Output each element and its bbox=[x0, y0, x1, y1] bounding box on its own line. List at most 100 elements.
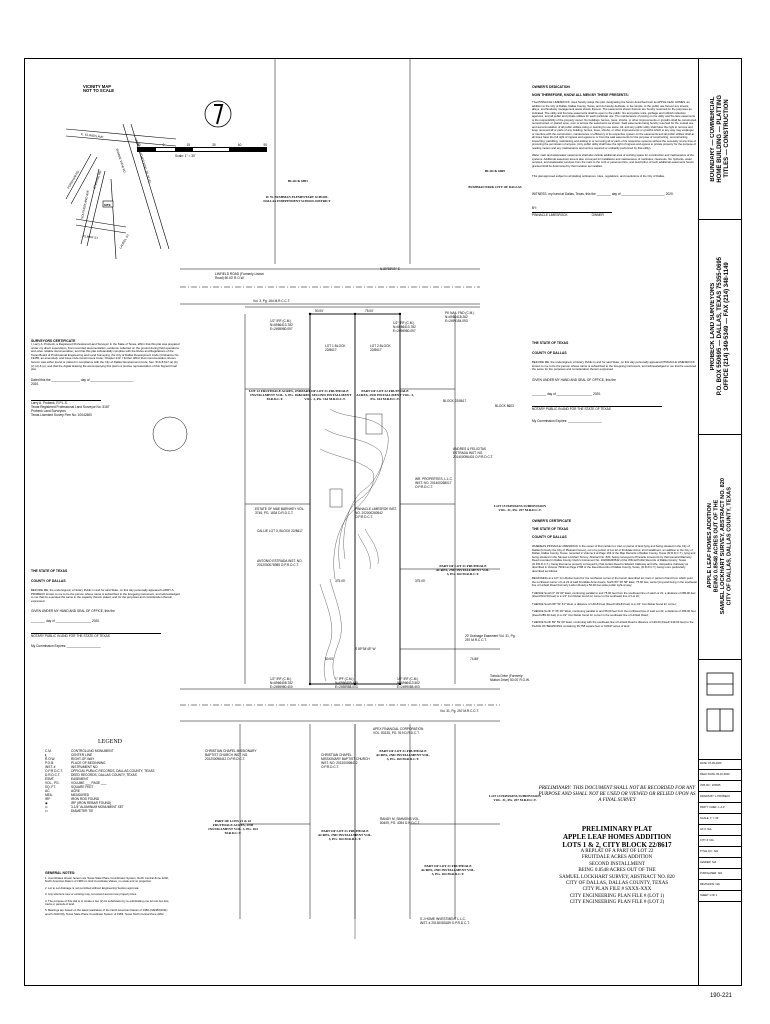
legend-description: CONTROLLING MONUMENT bbox=[71, 749, 114, 753]
point-label: PK NAIL FND (C.M.) N=6966418.262 E=24991… bbox=[445, 311, 475, 323]
signer-firm-number: Texas Licensed Survey Firm No. 10042600 bbox=[31, 412, 92, 417]
legend: LEGEND C.M.CONTROLLING MONUMENT℄CENTER L… bbox=[45, 739, 175, 813]
street-label: STIRLING RD. bbox=[92, 169, 103, 189]
notary-county: COUNTY OF DALLAS bbox=[31, 579, 66, 583]
info-row: GF #: N/A bbox=[699, 825, 741, 836]
legend-symbol: ℄ bbox=[45, 753, 48, 757]
vicinity-map-title: VICINITY MAP bbox=[83, 84, 112, 89]
info-row: FIELD DATE: 06-16-2020 bbox=[699, 770, 741, 781]
by-label: BY: bbox=[532, 206, 537, 210]
legend-symbol: MEA. bbox=[45, 793, 53, 797]
owner-label: CALLIE LOT 3, BLOCK 22/8617 bbox=[257, 529, 303, 533]
scale-bar: 30 0 15 30 60 90 Scale: 1" = 30' bbox=[137, 143, 267, 158]
owner-signature-line bbox=[532, 212, 612, 213]
certificate-county: COUNTY OF DALLAS bbox=[532, 535, 567, 539]
title-block: BOUNDARY — COMMERCIAL HOME BUILDING — PL… bbox=[698, 59, 741, 985]
scale-tick: 30 bbox=[137, 143, 141, 147]
legend-symbol: ⊙ bbox=[45, 805, 48, 809]
surveyors-certificate: SURVEYORS CERTIFICATE I, Larry A. Probec… bbox=[31, 339, 181, 417]
lot-label: LOT 15 HAWKINS SUBDIVISION VOL. 31, PG. … bbox=[494, 504, 546, 512]
notary-block-right: THE STATE OF TEXAS COUNTY OF DALLAS BEFO… bbox=[532, 341, 697, 423]
legend-description: MEASURED bbox=[71, 793, 90, 797]
legend-description: IRON ROD FOUND bbox=[71, 797, 100, 801]
certificate-thence: THENCE North 0° 06' 00" West, continuing… bbox=[532, 609, 696, 617]
info-row: LENDER: N/A bbox=[699, 858, 741, 869]
volume-ref: Vol. 31, Pg. 257 M.R.C.C.T. bbox=[440, 709, 479, 713]
block-label: BLOCK 6891 bbox=[288, 179, 308, 183]
info-row: SCALE: 1" = 30' bbox=[699, 814, 741, 825]
point-label: 1" IPF (C.M.) N=6966409.428 E=2498988.00… bbox=[335, 677, 358, 689]
surveyor-logo bbox=[706, 672, 734, 732]
street-label: E. ILLINOIS AVE. bbox=[81, 132, 105, 139]
general-note: 1. Coordinates shown hereon are Texas St… bbox=[45, 876, 169, 884]
notary-given: GIVEN UNDER MY HAND AND SEAL OF OFFICE, … bbox=[532, 377, 616, 382]
lot-label: PART OF LOT 22 FRUITDALE ACRES, 2ND INST… bbox=[356, 389, 414, 401]
legend-symbol: P.O.B. bbox=[45, 761, 54, 765]
legend-symbol: ◉ bbox=[45, 801, 48, 805]
block-label: BLOCK 6069 bbox=[485, 169, 505, 173]
plat-title-line: A REPLAT OF A PART OF LOT 22 bbox=[580, 849, 654, 854]
distance-label: 75.00' bbox=[365, 309, 374, 313]
block-label: BLOCK 8603 bbox=[495, 404, 514, 408]
legend-item: ESMT.EASEMENT bbox=[45, 777, 175, 781]
dated-line: Dated this the ________________ day of _… bbox=[31, 377, 134, 382]
notary-signature-line bbox=[31, 633, 161, 635]
plat-title-line: CITY PLAN FILE # SXXX-XXX bbox=[582, 887, 652, 893]
firm-panel: PROBECK LAND SURVEYORS P.O. BOX 550695 —… bbox=[699, 219, 741, 435]
point-label: 1/2" IRF (C.M.) N=6966413.782 E=2498980.… bbox=[393, 321, 416, 333]
lot-label: PART OF LOT 21 FRUITDALE ACRES, 2ND INST… bbox=[435, 564, 491, 576]
plat-title-line: PRELIMINARY PLAT bbox=[581, 825, 653, 833]
lot-label: PART OF LOT 21 FRUITDALE ACRES, 2ND INST… bbox=[420, 864, 476, 876]
vicinity-map-header: VICINITY MAP NOT TO SCALE bbox=[83, 84, 173, 93]
legend-item: IRF IRON ROD FOUND bbox=[45, 797, 175, 801]
certificate-thence: THENCE South 0° 04' 00" East, continuing… bbox=[532, 590, 696, 598]
owner-name: PINNACLE LIMESROCK bbox=[532, 213, 568, 217]
info-row: SHEET 1 OF 1 bbox=[699, 891, 741, 902]
north-arrow-icon bbox=[204, 100, 232, 128]
notary-commission: My Commission Expires: _________________… bbox=[532, 418, 602, 423]
owners-certificate-heading: OWNER'S CERTIFICATE bbox=[532, 519, 572, 523]
legend-symbol: IRF bbox=[45, 797, 51, 801]
notary-signature-line bbox=[532, 405, 662, 407]
certificate-whereas: WHEREAS PINNACLE LIMESROCK is the owner … bbox=[532, 544, 696, 573]
lot-label: PART OF LOT 21 FRUITDALE ACRES, SECOND I… bbox=[298, 389, 352, 401]
surveyor-seal bbox=[152, 416, 188, 452]
signer-license: Texas Registered Professional Land Surve… bbox=[31, 404, 110, 409]
legend-item: INST. #INSTRUMENT NO. bbox=[45, 765, 175, 769]
school-label: W. W. BUSHMAN ELEMENTARY SCHOOL DALLAS I… bbox=[263, 195, 331, 203]
street-label: ELMER ST. bbox=[83, 234, 99, 240]
legend-description: OFFICIAL PUBLIC RECORDS, DALLAS COUNTY, … bbox=[71, 769, 155, 773]
legend-symbol: D.R.D.C.T. bbox=[45, 773, 61, 777]
street-label: SOUTHERLAND AVE. bbox=[80, 189, 90, 219]
plat-title-line: BEING 0.8548 ACRES OUT OF THE bbox=[578, 868, 656, 874]
plat-title-line: LOTS 1 & 2, CITY BLOCK 22/8617 bbox=[562, 841, 672, 849]
legend-description: SQUARE FEET bbox=[71, 785, 94, 789]
scale-tick: 30 bbox=[212, 143, 216, 147]
scale-label: Scale: 1" = 30' bbox=[175, 154, 196, 158]
scale-tick: 90 bbox=[263, 143, 267, 147]
vicinity-map: SITE E. ILLINOIS AVE. FORDHAM RD. STIRLI… bbox=[65, 123, 177, 259]
distance-label: 375.00' bbox=[335, 579, 346, 583]
surveyors-certificate-body: I, Larry A. Probeck, a Registered Profes… bbox=[31, 342, 180, 372]
owners-dedication: OWNER'S DEDICATION NOW THEREFORE, KNOW A… bbox=[532, 85, 697, 217]
notary-given: GIVEN UNDER MY HAND AND SEAL OF OFFICE, … bbox=[31, 609, 115, 614]
notary-day: ________ day of ____________________ 202… bbox=[31, 619, 100, 624]
plat-title-line: SAMUEL LOCKHART SURVEY, ABSTRACT NO. 820 bbox=[559, 874, 675, 880]
owner-label: RANDY M. SIMMONS VOL. 80409, PG. 4054 D.… bbox=[380, 817, 421, 825]
general-notes: GENERAL NOTES: 1. Coordinates shown here… bbox=[45, 871, 175, 916]
notary-state: THE STATE OF TEXAS bbox=[532, 341, 569, 345]
legend-item: ℄CENTER LINE bbox=[45, 753, 175, 757]
legend-description: RIGHT-OF-WAY bbox=[71, 757, 95, 761]
bearing-label: N 89°59'00" E bbox=[380, 267, 400, 271]
street-label: BONNIE VIEW RD. bbox=[115, 148, 127, 174]
owner-label: S J HOME INVESTMENT L.L.C. INST. # 20130… bbox=[420, 917, 470, 925]
services-panel: BOUNDARY — COMMERCIAL HOME BUILDING — PL… bbox=[699, 59, 741, 220]
notary-public-label: NOTARY PUBLIC IN AND FOR THE STATE OF TE… bbox=[31, 634, 110, 639]
legend-symbol: ⊡ bbox=[45, 809, 48, 813]
legend-description: DEED RECORDS, DALLAS COUNTY, TEXAS bbox=[71, 773, 137, 777]
legend-item: D.R.D.C.T. DEED RECORDS, DALLAS COUNTY, T… bbox=[45, 773, 175, 777]
owners-dedication-heading: OWNER'S DEDICATION bbox=[532, 85, 570, 89]
lot-label: LOT 14 HAWKINS SUBDIVISION VOL. 31, PG. … bbox=[489, 794, 541, 802]
legend-item: ⊙3-1/4" ALUMINUM MONUMENT SET bbox=[45, 805, 175, 809]
scale-tick: 0 bbox=[162, 143, 165, 147]
